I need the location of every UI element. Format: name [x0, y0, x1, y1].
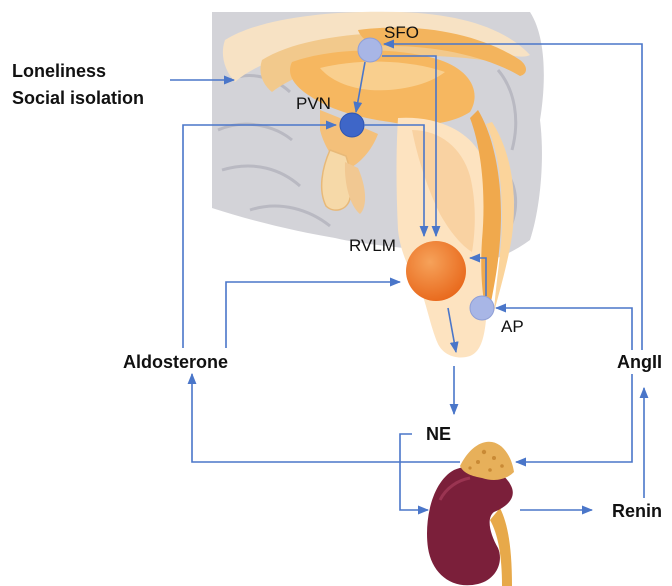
arrow-aldosterone-to-rvlm: [226, 282, 400, 348]
ap-node: [470, 296, 494, 320]
arrow-ne-to-kidney: [400, 434, 428, 510]
rvlm-label: RVLM: [349, 236, 396, 255]
ne-label: NE: [426, 424, 451, 444]
pvn-node: [340, 113, 364, 137]
stress-label-line2: Social isolation: [12, 88, 144, 108]
rvlm-node: [406, 241, 466, 301]
arrow-adrenal-to-aldosterone: [192, 374, 460, 462]
kidney-illustration: [427, 442, 514, 586]
arrow-angii-to-adrenal: [516, 374, 632, 462]
angii-label: AngII: [617, 352, 662, 372]
ap-label: AP: [501, 317, 524, 336]
sfo-label: SFO: [384, 23, 419, 42]
sfo-node: [358, 38, 382, 62]
aldosterone-label: Aldosterone: [123, 352, 228, 372]
stress-label-line1: Loneliness: [12, 61, 106, 81]
pvn-label: PVN: [296, 94, 331, 113]
renin-label: Renin: [612, 501, 662, 521]
